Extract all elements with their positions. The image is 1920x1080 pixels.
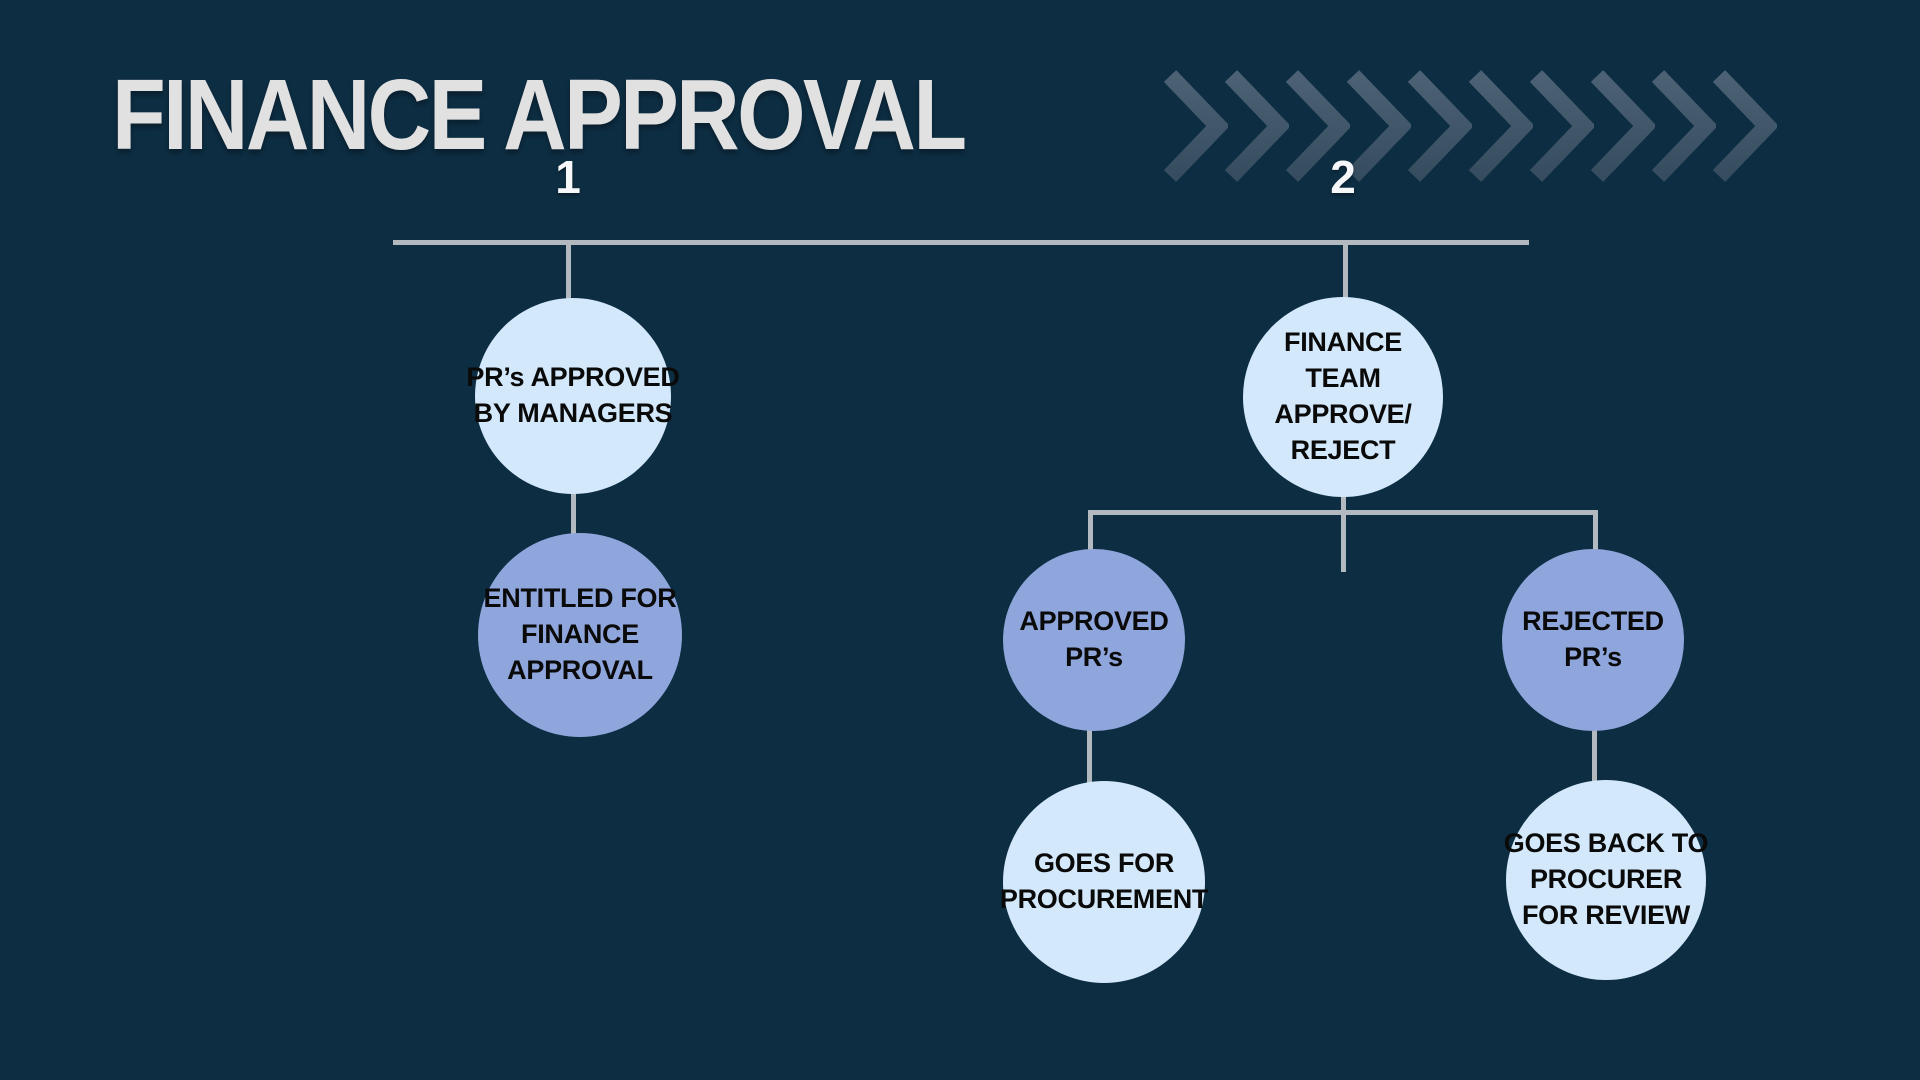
connector-a1-to-a2 xyxy=(571,470,576,560)
chevron-right-icon xyxy=(1590,70,1655,182)
step-number-2: 2 xyxy=(1330,151,1356,203)
connector-junction-to-b2b xyxy=(1593,512,1598,570)
node-label: GOES FOR PROCUREMENT xyxy=(999,848,1209,914)
node-goes-back-to-procurer: GOES BACK TO PROCURER FOR REVIEW xyxy=(1503,780,1709,980)
node-finance-team-approve-reject: FINANCE TEAM APPROVE/ REJECT xyxy=(1243,297,1443,497)
node-label: FINANCE TEAM APPROVE/ REJECT xyxy=(1274,327,1412,465)
chevron-right-icon xyxy=(1407,70,1472,182)
node-approved-prs: APPROVED PR’s xyxy=(1003,549,1185,731)
chevrons-decoration xyxy=(1160,68,1800,184)
node-label: GOES BACK TO PROCURER FOR REVIEW xyxy=(1503,828,1709,930)
node-rejected-prs: REJECTED PR’s xyxy=(1502,549,1684,731)
junction-center-stub xyxy=(1341,513,1346,572)
node-label: PR’s APPROVED BY MANAGERS xyxy=(466,362,680,428)
chevron-right-icon xyxy=(1163,70,1228,182)
chevron-right-icon xyxy=(1529,70,1594,182)
step-number-1: 1 xyxy=(555,151,581,203)
node-goes-for-procurement: GOES FOR PROCUREMENT xyxy=(999,781,1209,983)
connector-junction-to-b2a xyxy=(1088,512,1093,572)
chevron-right-icon xyxy=(1346,70,1411,182)
node-label: APPROVED PR’s xyxy=(1019,606,1169,672)
junction-bar xyxy=(1088,510,1598,515)
node-label: REJECTED PR’s xyxy=(1522,606,1664,672)
node-entitled-for-finance-approval: ENTITLED FOR FINANCE APPROVAL xyxy=(478,533,682,737)
connector-b2b-to-b3b xyxy=(1592,715,1597,795)
connector-step2-to-b1 xyxy=(1343,242,1348,312)
chevron-right-icon xyxy=(1712,70,1777,182)
page-title: FINANCE APPROVAL xyxy=(112,59,967,171)
connector-b2a-to-b3a xyxy=(1087,715,1092,795)
chevron-right-icon xyxy=(1285,70,1350,182)
node-prs-approved-by-managers: PR’s APPROVED BY MANAGERS xyxy=(466,298,680,494)
timeline-bar xyxy=(393,240,1529,245)
chevron-right-icon xyxy=(1468,70,1533,182)
chevron-right-icon xyxy=(1651,70,1716,182)
chevron-right-icon xyxy=(1224,70,1289,182)
connector-step1-to-a1 xyxy=(566,242,571,312)
node-label: ENTITLED FOR FINANCE APPROVAL xyxy=(483,583,677,685)
